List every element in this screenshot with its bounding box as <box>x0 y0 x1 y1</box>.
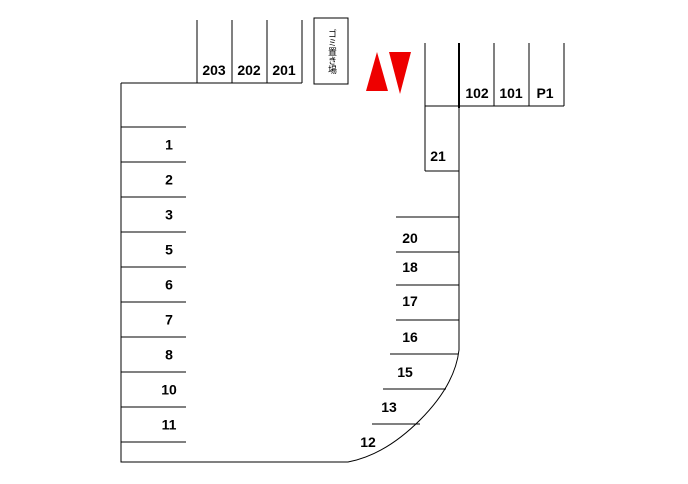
right-space-15: 15 <box>397 364 413 380</box>
left-space-3: 3 <box>165 207 173 223</box>
garbage-area-label: ゴミ置き場 <box>326 28 336 74</box>
left-space-10: 10 <box>161 382 177 398</box>
left-space-5: 5 <box>165 242 173 258</box>
left-space-2: 2 <box>165 172 173 188</box>
exit-arrow-icon <box>389 52 411 94</box>
entry-arrow-icon <box>366 52 388 91</box>
right-space-16: 16 <box>402 329 418 345</box>
right-top-space-P1: P1 <box>536 85 553 101</box>
top-space-201: 201 <box>272 62 296 78</box>
right-space-20: 20 <box>402 230 418 246</box>
outline-top-left <box>121 20 198 84</box>
top-space-202: 202 <box>237 62 261 78</box>
right-space-17: 17 <box>402 293 418 309</box>
lot-outline <box>120 17 565 463</box>
garbage-area-box <box>313 17 349 85</box>
right-space-21: 21 <box>430 148 446 164</box>
left-space-1: 1 <box>165 137 173 153</box>
direction-arrows <box>366 52 411 94</box>
outline-main <box>120 83 460 463</box>
left-space-6: 6 <box>165 277 173 293</box>
left-space-8: 8 <box>165 347 173 363</box>
left-space-11: 11 <box>162 417 177 433</box>
top-space-203: 203 <box>202 62 226 78</box>
left-space-7: 7 <box>165 312 173 328</box>
right-top-space-101: 101 <box>499 85 523 101</box>
right-top-space-102: 102 <box>465 85 489 101</box>
right-space-13: 13 <box>381 399 397 415</box>
right-space-18: 18 <box>402 259 418 275</box>
right-space-12: 12 <box>360 434 376 450</box>
